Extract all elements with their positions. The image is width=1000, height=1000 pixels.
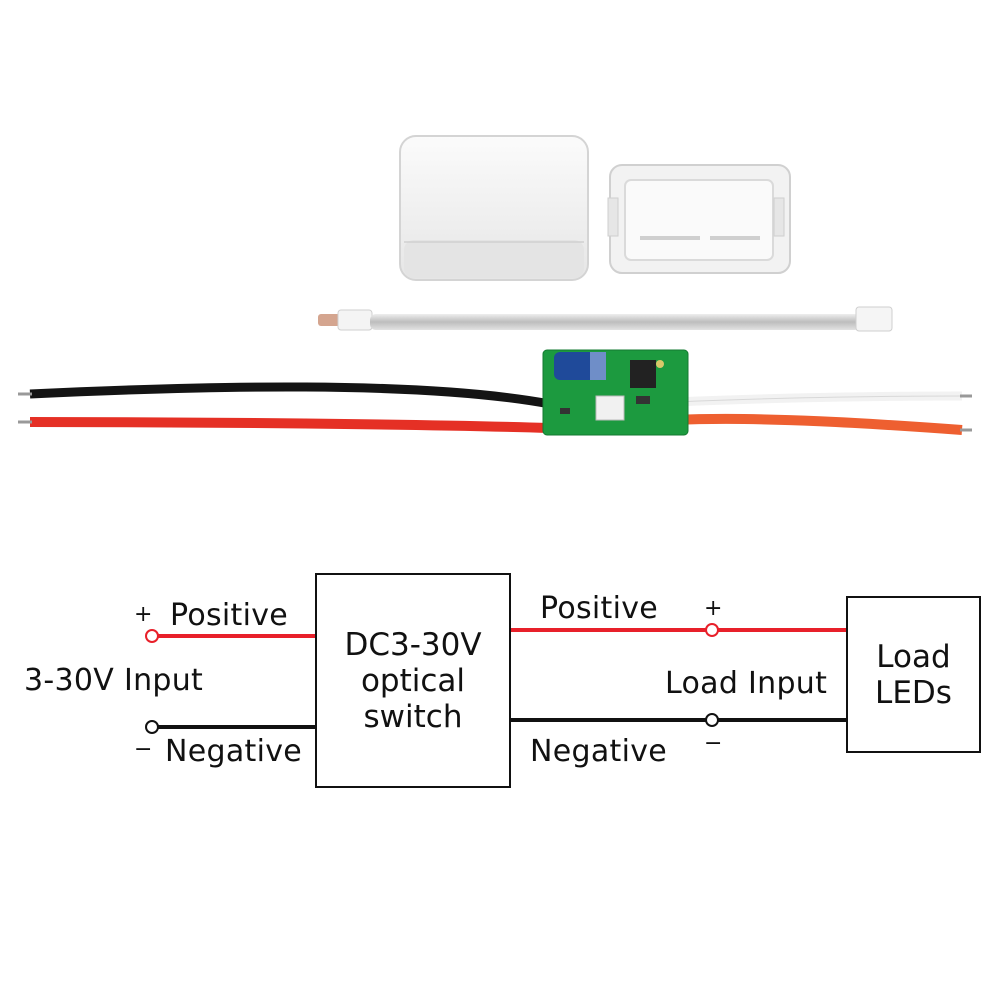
optical-switch-box: DC3-30V optical switch [315, 573, 511, 788]
input-negative-label: Negative [165, 734, 303, 769]
output-plus-sign: + [704, 596, 723, 621]
product-photo [18, 135, 972, 436]
input-negative-terminal [145, 720, 159, 734]
pcb-module-icon [18, 349, 972, 436]
output-positive-wire [510, 628, 847, 632]
optical-switch-label: DC3-30V optical switch [344, 626, 482, 735]
input-positive-terminal [145, 629, 159, 643]
enclosure-body-icon [399, 135, 589, 281]
output-positive-terminal [705, 623, 719, 637]
output-title: Load Input [665, 666, 828, 701]
input-positive-wire [158, 634, 316, 638]
output-positive-label: Positive [540, 591, 659, 626]
input-title: 3-30V Input [24, 663, 204, 698]
enclosure-lid-icon [607, 164, 791, 274]
load-leds-label: Load LEDs [875, 638, 952, 711]
output-negative-wire [510, 718, 847, 722]
output-negative-label: Negative [530, 734, 668, 769]
output-minus-sign: − [704, 731, 723, 756]
load-leds-box: Load LEDs [846, 596, 981, 753]
output-negative-terminal [705, 713, 719, 727]
input-plus-sign: + [134, 602, 153, 627]
input-minus-sign: − [134, 737, 153, 762]
sensor-cable-icon [318, 306, 893, 332]
input-negative-wire [158, 725, 316, 729]
input-positive-label: Positive [170, 598, 289, 633]
